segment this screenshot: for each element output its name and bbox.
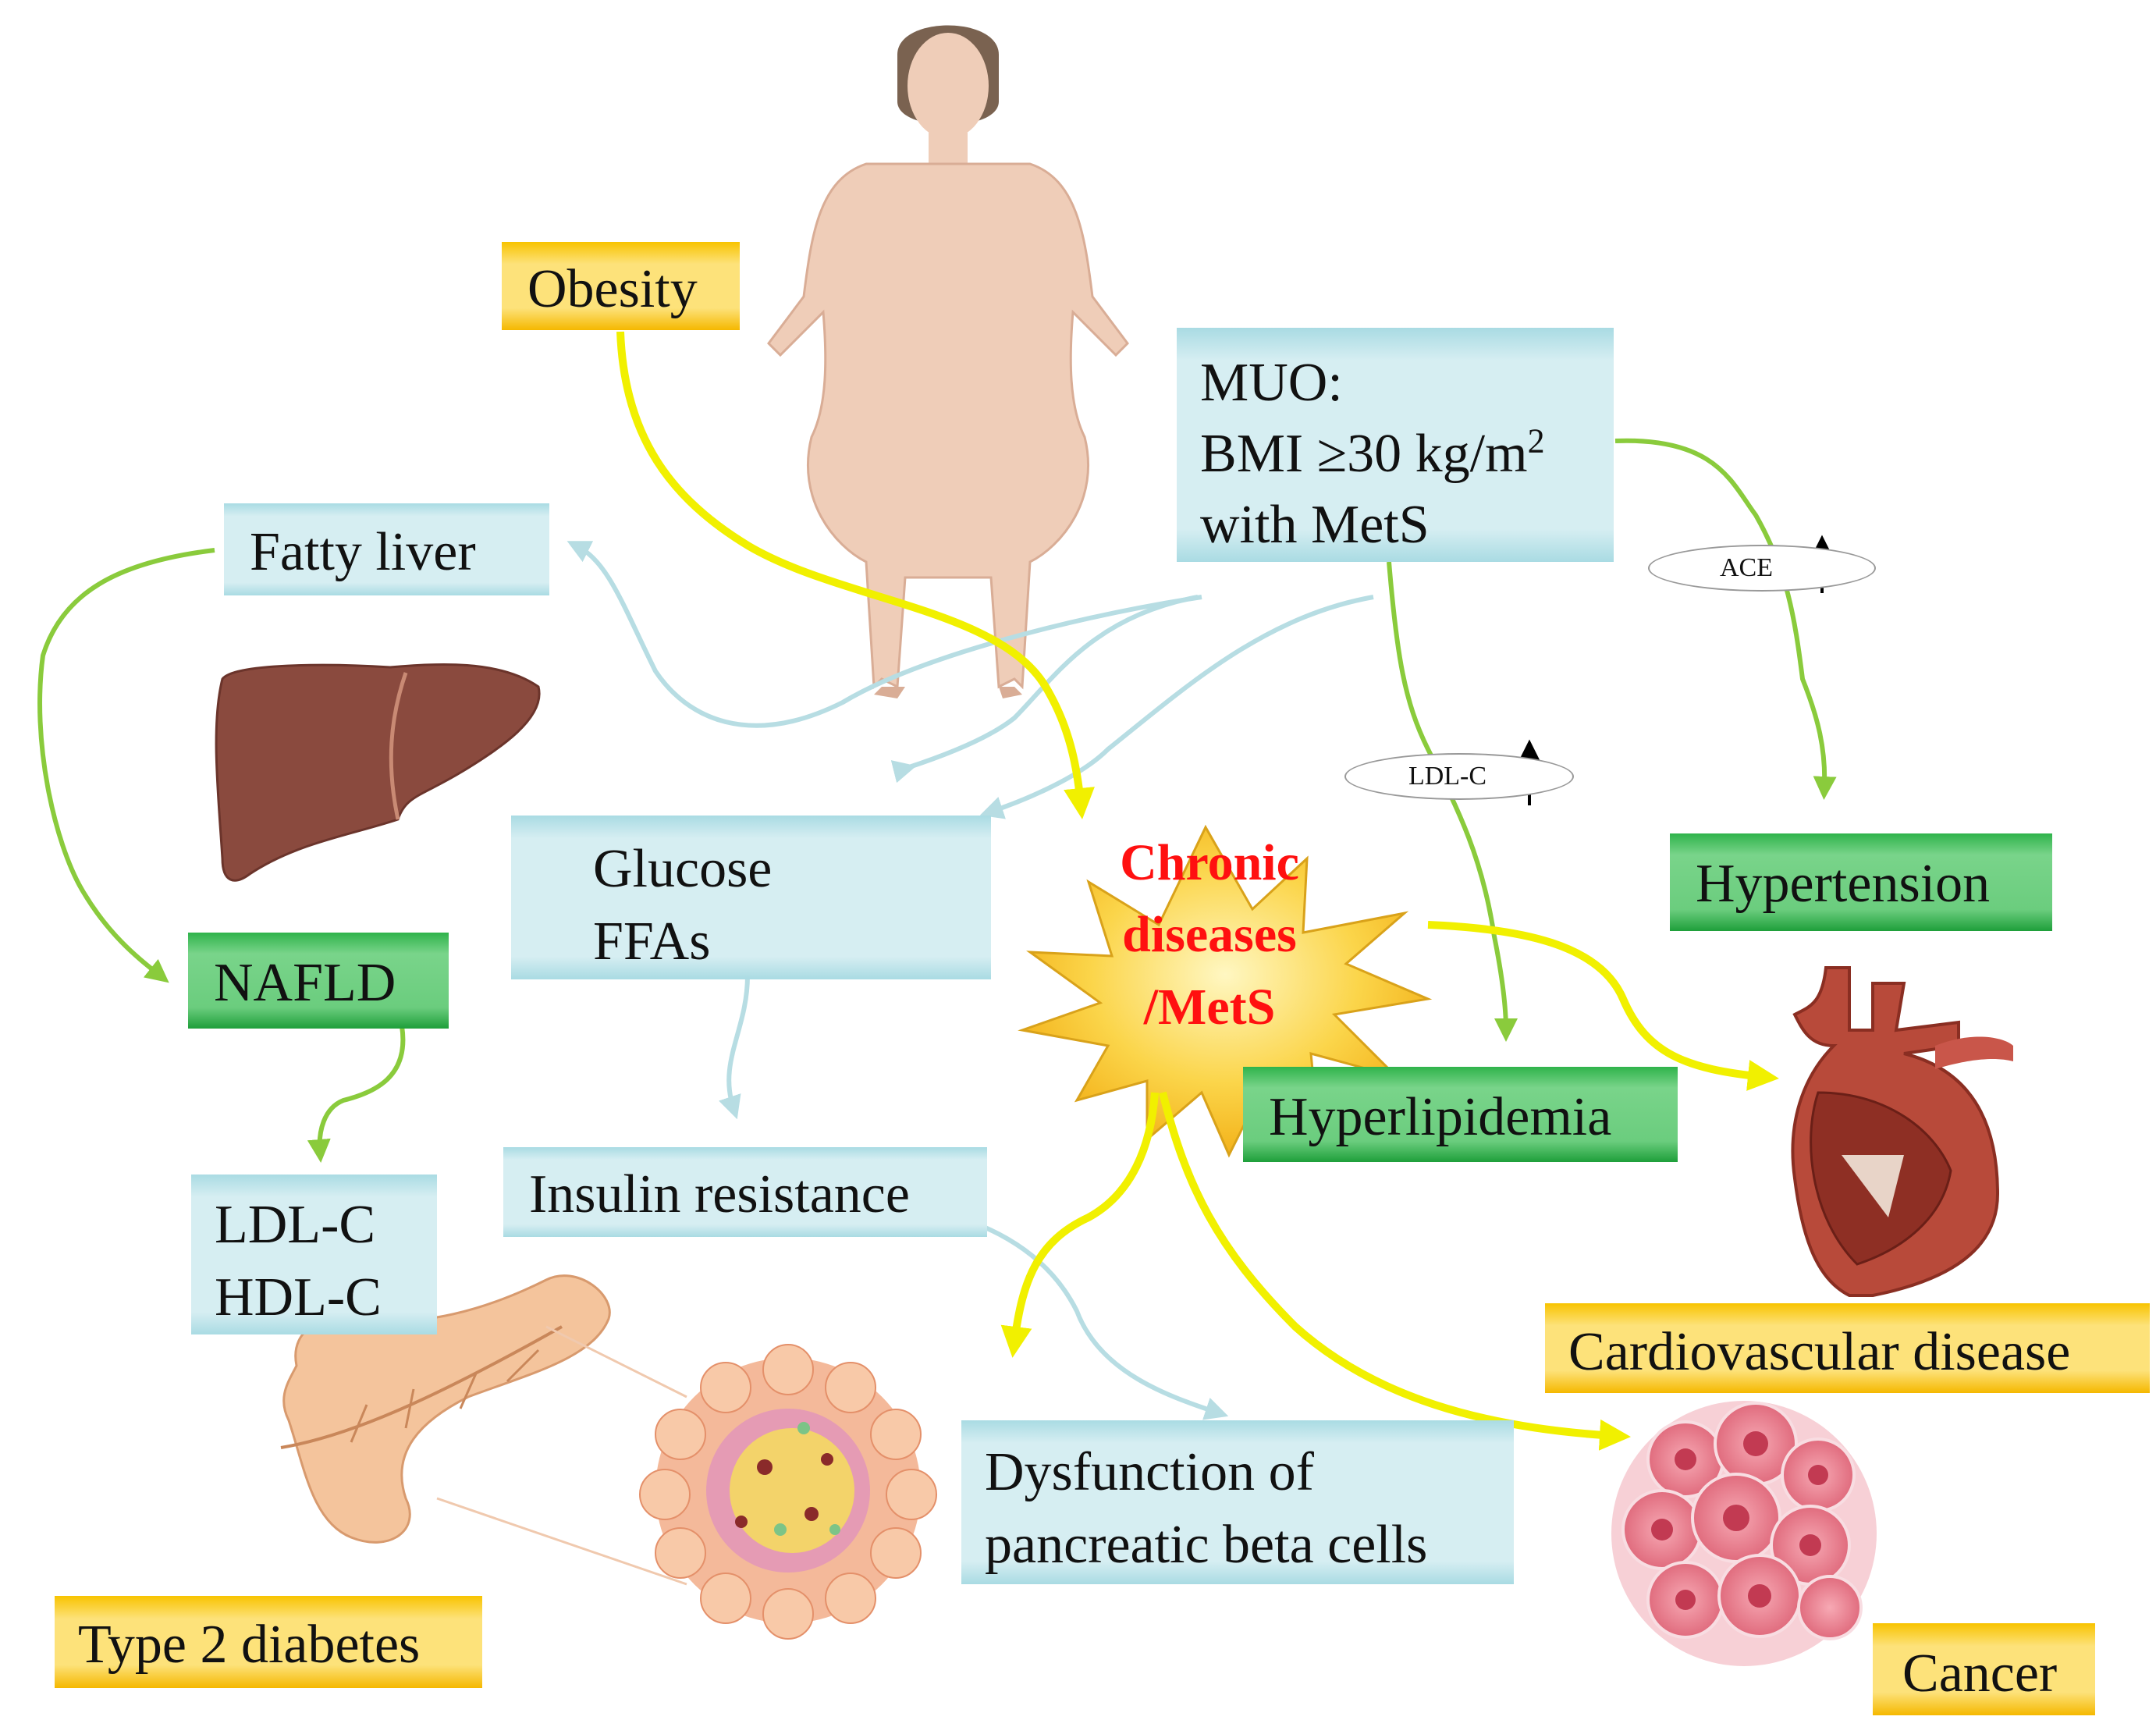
cancer-label: Cancer [1873,1623,2095,1715]
ffas-label: FFAs [593,912,711,972]
lipid-box: LDL-C HDL-C [191,1175,437,1334]
type2-diabetes-label: Type 2 diabetes [55,1596,482,1688]
islet-illustration [639,1344,937,1640]
dysfunction-line2: pancreatic beta cells [985,1515,1428,1576]
cardiovascular-label: Cardiovascular disease [1545,1303,2150,1393]
hypertension-label: Hypertension [1670,833,2052,931]
ldl-oval: LDL-C [1344,753,1574,800]
dysfunction-box: Dysfunction of pancreatic beta cells [961,1420,1514,1584]
center-starburst [1018,824,1433,1158]
muo-line3: with MetS [1200,495,1430,555]
hyperlipidemia-label: Hyperlipidemia [1243,1067,1678,1162]
person-figure-illustration [767,25,1129,698]
muo-line1: MUO: [1200,353,1343,413]
glucose-ffas-box: Glucose FFAs [511,816,991,979]
ace-oval: ACE [1648,545,1876,592]
center-line1: Chronic [1120,834,1299,891]
liver-illustration [215,663,541,882]
insulin-resistance-label: Insulin resistance [503,1147,987,1237]
dysfunction-line1: Dysfunction of [985,1442,1314,1502]
obesity-label: Obesity [502,242,740,330]
fatty-liver-label: Fatty liver [224,503,549,595]
muo-box: MUO: BMI ≥30 kg/m2 with MetS [1177,328,1614,562]
ldl-label: LDL-C [215,1195,376,1255]
cancer-cells-illustration [1611,1401,1877,1666]
glucose-label: Glucose [593,839,773,899]
center-line2: diseases [1122,906,1297,964]
hdl-label: HDL-C [215,1267,382,1328]
heart-illustration [1791,966,2013,1297]
pancreas-illustration [280,1274,687,1586]
center-label: Chronic diseases /MetS [991,827,1428,1043]
center-line3: /MetS [1143,978,1276,1036]
muo-line2: BMI ≥30 kg/m2 [1200,421,1545,484]
nafld-label: NAFLD [188,933,449,1029]
